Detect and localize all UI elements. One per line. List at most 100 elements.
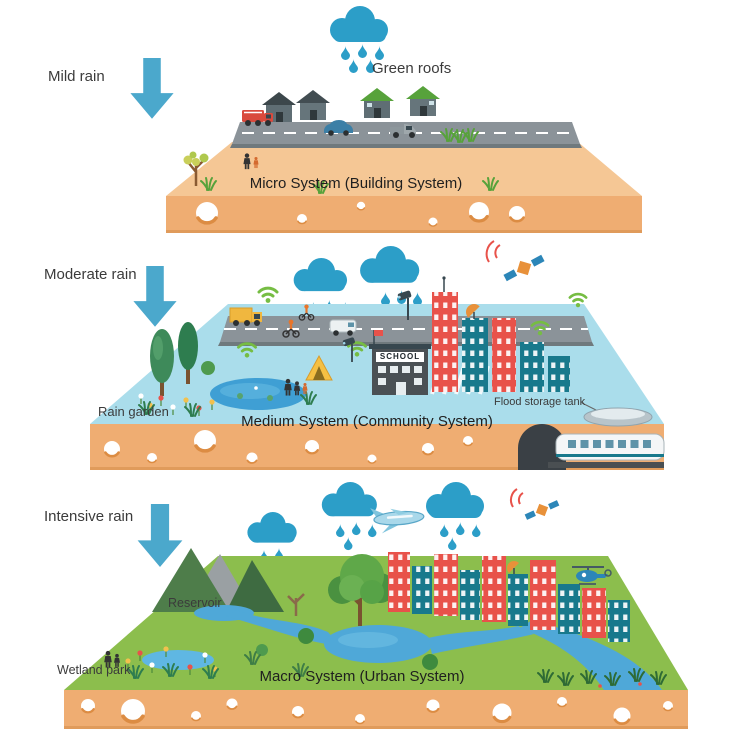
- sponge-pore-icon: [354, 713, 366, 725]
- rain-drop-icon: [368, 524, 377, 538]
- rain-drop-icon: [336, 524, 345, 538]
- apartment-tower-icon: [412, 566, 432, 614]
- green-roofs-label: Green roofs: [372, 60, 452, 77]
- school-sign-label: SCHOOL: [379, 352, 421, 361]
- flood-storage-tank-label: Flood storage tank: [494, 396, 586, 408]
- sponge-pore-icon: [303, 438, 321, 456]
- apartment-tower-icon: [482, 556, 506, 622]
- satellite-icon: [522, 496, 562, 524]
- fire-truck-icon: [242, 110, 273, 126]
- medium-system-tier: [90, 240, 665, 470]
- sponge-pore-icon: [102, 439, 122, 459]
- dry-tree-icon: [287, 593, 305, 616]
- cctv-camera-icon: [397, 290, 412, 320]
- sponge-pore-icon: [190, 710, 202, 722]
- wetland-park-label: Wetland park: [57, 663, 131, 677]
- signal-waves-icon: [485, 240, 501, 263]
- sponge-pore-icon: [146, 452, 158, 464]
- soil-edge: [166, 230, 642, 233]
- sponge-pore-icon: [291, 705, 305, 719]
- wetland-pond: [142, 650, 214, 670]
- micro-soil-layer: [166, 196, 642, 233]
- bush-icon: [298, 628, 314, 644]
- apartment-tower-icon: [434, 554, 458, 616]
- apartment-tower-icon: [558, 584, 580, 634]
- rain-cloud-icon: [321, 482, 377, 517]
- rain-drop-icon: [352, 522, 361, 536]
- apartment-tower-icon: [460, 570, 480, 620]
- green-roof-house-icon: [406, 86, 440, 116]
- rain-drop-icon: [341, 46, 350, 60]
- sponge-pore-icon: [245, 451, 259, 465]
- apartment-tower-icon: [388, 552, 410, 612]
- sponge-pore-icon: [192, 428, 218, 454]
- bush-icon: [256, 644, 268, 656]
- sponge-pore-icon: [462, 435, 474, 447]
- delivery-truck-icon: [229, 307, 262, 326]
- satellite-icon: [500, 250, 548, 286]
- sponge-pore-icon: [427, 216, 439, 228]
- rain-drop-icon: [413, 292, 422, 306]
- pickup-truck-icon: [390, 124, 416, 138]
- scooter-icon: [298, 304, 315, 321]
- moderate-rain-label: Moderate rain: [44, 266, 137, 283]
- rain-drop-icon: [381, 292, 390, 306]
- rain-drop-icon: [375, 46, 384, 60]
- rain-cloud-icon: [426, 482, 484, 518]
- bush-icon: [201, 361, 215, 375]
- macro-system-caption: Macro System (Urban System): [259, 668, 465, 685]
- rain-drop-icon: [349, 59, 358, 73]
- macro-soil-layer: [64, 690, 688, 729]
- apartment-tower-icon: [548, 356, 570, 392]
- tent-icon: [305, 354, 333, 381]
- flower-icon: [638, 682, 642, 686]
- sponge-pore-icon: [119, 697, 147, 725]
- flower-icon: [598, 684, 602, 688]
- road-edge: [230, 144, 582, 148]
- van-icon: [329, 319, 357, 336]
- tree-icon: [150, 329, 174, 396]
- reservoir-label: Reservoir: [168, 596, 222, 610]
- sponge-pore-icon: [556, 696, 568, 708]
- antenna-icon: [442, 276, 446, 280]
- mountain-icon: [152, 548, 284, 612]
- tree-icon: [178, 322, 198, 384]
- micro-platform-top: [166, 142, 642, 196]
- sponge-pore-icon: [225, 697, 239, 711]
- sponge-pore-icon: [425, 698, 441, 714]
- bush-icon: [422, 654, 438, 670]
- rail-track: [548, 462, 664, 468]
- sponge-pore-icon: [507, 204, 527, 224]
- scooter-icon: [282, 319, 300, 338]
- satellite-dish-icon: [507, 561, 519, 574]
- sponge-pore-icon: [421, 442, 435, 456]
- down-arrow-icon: [130, 58, 174, 119]
- apartment-tower-icon: [508, 574, 528, 626]
- helicopter-icon: [572, 566, 612, 585]
- sponge-pore-icon: [366, 453, 378, 465]
- apartment-tower-icon: [492, 318, 516, 392]
- school-icon: [369, 330, 431, 395]
- apartment-tower-icon: [530, 560, 556, 630]
- intensive-rain-label: Intensive rain: [44, 508, 134, 525]
- down-arrow-icon: [137, 504, 183, 567]
- sponge-pore-icon: [296, 213, 308, 225]
- sponge-pore-icon: [612, 706, 632, 726]
- soil-edge: [64, 726, 688, 729]
- rain-cloud-icon: [293, 258, 348, 292]
- rain-drop-icon: [344, 537, 353, 551]
- tree-icon: [183, 151, 209, 186]
- sponge-pore-icon: [467, 200, 491, 224]
- sponge-pore-icon: [79, 697, 97, 715]
- rain-garden-label: Rain garden: [98, 404, 169, 419]
- airplane-icon: [370, 508, 425, 534]
- tunnel-icon: [518, 424, 566, 470]
- pond-icon: [210, 378, 306, 410]
- house-icon: [296, 90, 330, 120]
- apartment-tower-icon: [462, 318, 488, 392]
- rain-drop-icon: [358, 44, 367, 58]
- micro-system-caption: Micro System (Building System): [249, 175, 463, 192]
- rain-cloud-icon: [330, 6, 388, 42]
- mild-rain-label: Mild rain: [48, 68, 105, 85]
